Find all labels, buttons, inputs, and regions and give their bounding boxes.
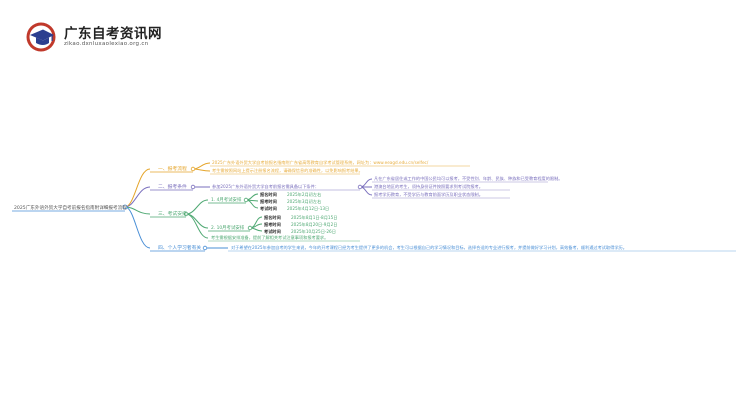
site-title: 广东自考资讯网 bbox=[64, 26, 162, 42]
branch-registration-process: 一、报考流程 bbox=[158, 165, 187, 172]
schedule-key: 报名时间 bbox=[264, 214, 281, 221]
schedule-key: 报考时间 bbox=[260, 198, 277, 205]
branch2-item: 报考学历教育，不受学历与教育前面学历及职业状态限制。 bbox=[374, 191, 483, 198]
schedule-key: 考试时间 bbox=[264, 228, 281, 235]
branch2-item: 凡在广东省居住或工作的中国公民均可以报考，不受性别、年龄、民族、种族和已受教育程… bbox=[374, 175, 562, 182]
branch4-text: 对于希望在2025年参加自考的学生来说，今年的开考课程已经为考生提供了更多的机会… bbox=[231, 244, 627, 251]
branch-learner-advice: 四、个人学习者有关 bbox=[158, 244, 201, 251]
october-schedule-label: 2. 10月考试安排 bbox=[211, 224, 245, 231]
schedule-key: 报考时间 bbox=[264, 221, 281, 228]
branch-registration-conditions: 二、报考条件 bbox=[158, 183, 187, 190]
schedule-value: 2025年2月初左右 bbox=[287, 191, 321, 198]
branch-exam-schedule: 三、考试安排 bbox=[158, 210, 187, 217]
root-node: 2025广东外语外贸大学自考前报名指南附详细报考流程 bbox=[14, 204, 127, 211]
schedule-value: 2025年10月25日-26日 bbox=[291, 228, 336, 235]
branch2-lead: 参加2025广东外语外贸大学自考前报名需具备以下条件： bbox=[212, 183, 319, 190]
schedule-value: 2025年3月初左右 bbox=[287, 198, 321, 205]
branch2-item: 港澳台地区的考生，须持身份证件按照要求到考试院报考。 bbox=[374, 183, 483, 190]
site-url: zikao.dxnluxaolexiao.org.cn bbox=[64, 41, 149, 47]
branch1-item: 2025广东外语外贸大学自考前报名指南附广东省高等教育自学考试管理系统，网址为：… bbox=[212, 159, 429, 166]
schedule-value: 2025年8月20日-9月2日 bbox=[291, 221, 337, 228]
branch1-item: 考生需按照网站上提示注册报名流程，请确保信息的准确性，以免影响报考结果。 bbox=[212, 167, 363, 174]
graduation-cap-logo-icon bbox=[26, 22, 56, 52]
schedule-key: 报名时间 bbox=[260, 191, 277, 198]
schedule-value: 2025年4月12日-13日 bbox=[287, 205, 329, 212]
branch3-note: 考生需根据安排准备，提前了解相关考试注意事项和报考要求。 bbox=[211, 234, 328, 241]
schedule-key: 考试时间 bbox=[260, 205, 277, 212]
schedule-value: 2025年8月1日-8月15日 bbox=[291, 214, 337, 221]
april-schedule-label: 1. 4月考试安排 bbox=[211, 196, 242, 203]
